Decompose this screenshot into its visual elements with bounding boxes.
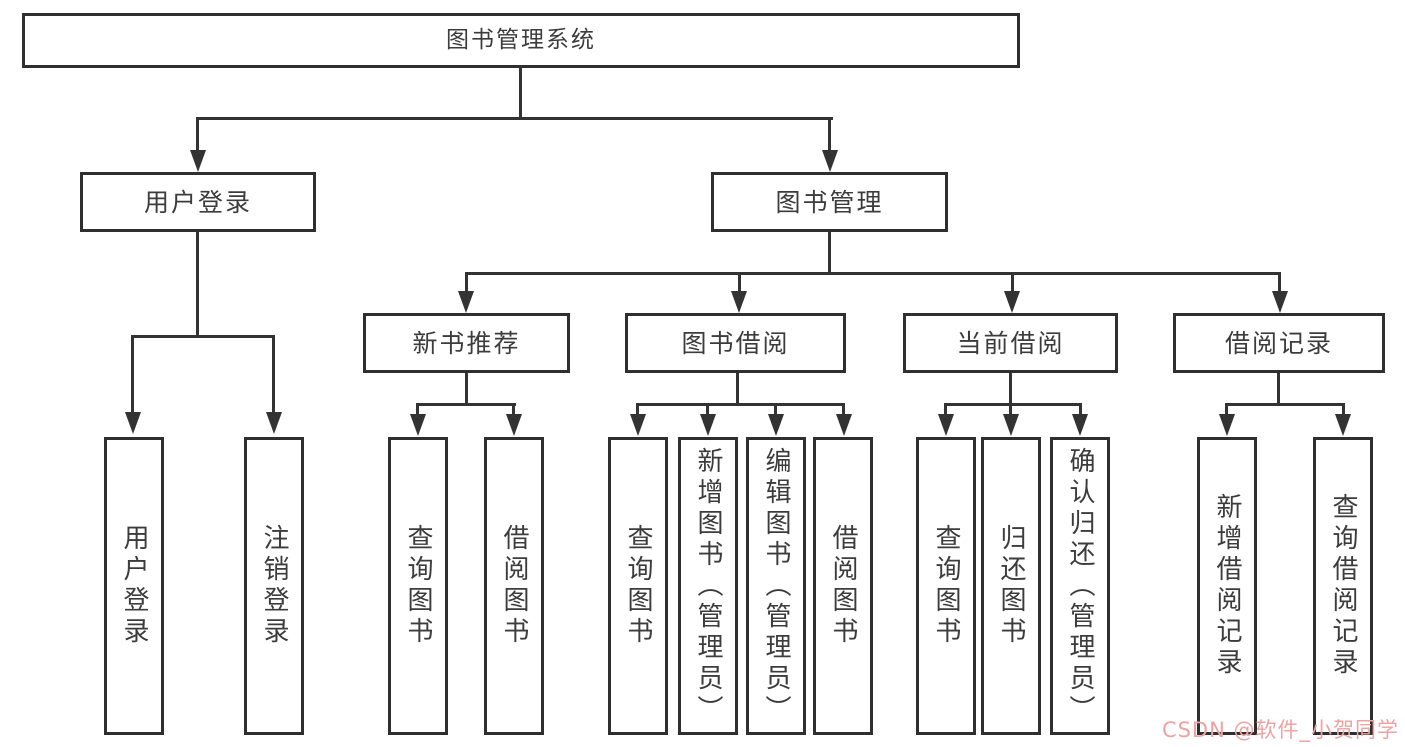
watermark: CSDN @软件_小贺同学 xyxy=(1161,718,1399,742)
connector-line xyxy=(944,403,1082,406)
arrowhead-icon xyxy=(1272,291,1288,313)
arrowhead-icon xyxy=(1004,291,1020,313)
node-root: 图书管理系统 xyxy=(22,13,1020,68)
leaf-query-borrow-record: 查询借阅记录 xyxy=(1313,437,1373,735)
connector-line xyxy=(636,403,639,415)
arrowhead-icon xyxy=(506,414,522,436)
connector-line xyxy=(1277,373,1280,406)
connector-line xyxy=(272,335,275,413)
connector-line xyxy=(1225,403,1345,406)
leaf-add-borrow-record: 新增借阅记录 xyxy=(1197,437,1257,735)
connector-line xyxy=(196,117,199,152)
arrowhead-icon xyxy=(1219,414,1235,436)
arrowhead-icon xyxy=(822,150,838,172)
connector-line xyxy=(519,68,522,119)
connector-line xyxy=(465,373,468,406)
connector-line xyxy=(131,335,275,338)
leaf-confirm-return-admin: 确认归还（管理员） xyxy=(1050,437,1110,735)
leaf-borrow-books-2: 借阅图书 xyxy=(813,437,873,735)
connector-line xyxy=(828,232,831,275)
connector-line xyxy=(196,232,199,337)
connector-line xyxy=(828,117,831,152)
leaf-query-books-2: 查询图书 xyxy=(608,437,668,735)
arrowhead-icon xyxy=(190,150,206,172)
arrowhead-icon xyxy=(1003,414,1019,436)
arrowhead-icon xyxy=(938,414,954,436)
node-book-management: 图书管理 xyxy=(711,172,948,232)
connector-line xyxy=(736,373,739,406)
node-book-borrow: 图书借阅 xyxy=(625,313,846,373)
node-current-borrow: 当前借阅 xyxy=(903,313,1118,373)
connector-line xyxy=(774,403,777,415)
leaf-user-login: 用户登录 xyxy=(104,437,164,735)
arrowhead-icon xyxy=(700,414,716,436)
leaf-edit-books-admin: 编辑图书（管理员） xyxy=(746,437,806,735)
arrowhead-icon xyxy=(768,414,784,436)
arrowhead-icon xyxy=(731,291,747,313)
arrowhead-icon xyxy=(630,414,646,436)
connector-line xyxy=(465,272,468,293)
leaf-add-books-admin: 新增图书（管理员） xyxy=(678,437,738,735)
connector-line xyxy=(416,403,516,406)
node-user-login: 用户登录 xyxy=(80,172,316,232)
connector-line xyxy=(416,403,419,415)
arrowhead-icon xyxy=(1335,414,1351,436)
arrowhead-icon xyxy=(1072,414,1088,436)
node-borrow-records: 借阅记录 xyxy=(1173,313,1385,373)
connector-line xyxy=(465,272,1281,275)
connector-line xyxy=(636,403,845,406)
connector-line xyxy=(512,403,515,415)
connector-line xyxy=(1011,272,1014,293)
leaf-query-books-1: 查询图书 xyxy=(388,437,448,735)
leaf-borrow-books-1: 借阅图书 xyxy=(484,437,544,735)
arrowhead-icon xyxy=(266,412,282,434)
connector-line xyxy=(1342,403,1345,415)
arrowhead-icon xyxy=(458,291,474,313)
node-new-book-recommend: 新书推荐 xyxy=(363,313,570,373)
leaf-logout: 注销登录 xyxy=(244,437,304,735)
connector-line xyxy=(131,335,134,413)
arrowhead-icon xyxy=(125,412,141,434)
connector-line xyxy=(196,117,833,120)
leaf-return-books: 归还图书 xyxy=(981,437,1041,735)
connector-line xyxy=(944,403,947,415)
connector-line xyxy=(1278,272,1281,293)
leaf-query-books-3: 查询图书 xyxy=(916,437,976,735)
connector-line xyxy=(1225,403,1228,415)
connector-line xyxy=(1009,403,1012,415)
arrowhead-icon xyxy=(836,414,852,436)
connector-line xyxy=(1009,373,1012,406)
connector-line xyxy=(842,403,845,415)
connector-line xyxy=(738,272,741,293)
connector-line xyxy=(706,403,709,415)
connector-line xyxy=(1079,403,1082,415)
arrowhead-icon xyxy=(410,414,426,436)
